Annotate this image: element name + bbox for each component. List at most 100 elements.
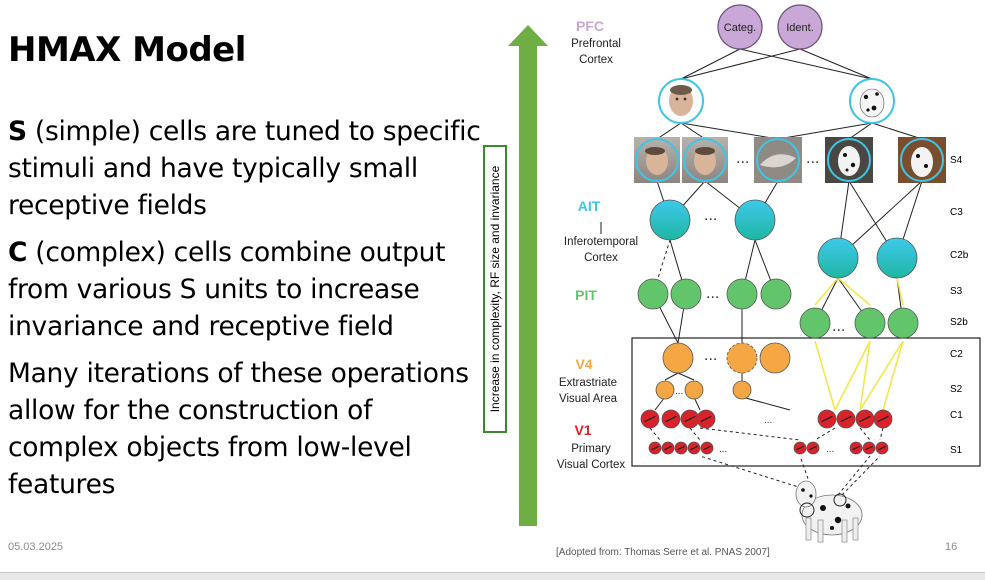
c2-ellipsis: ... xyxy=(704,347,717,364)
s1-unit-bar xyxy=(690,445,698,451)
row-label-s2b: S2b xyxy=(950,317,968,328)
s2b-unit xyxy=(854,307,886,339)
page-number: 16 xyxy=(945,541,958,553)
pfc-sub2: Cortex xyxy=(579,54,613,66)
s1-unit-bar xyxy=(796,445,804,451)
s1-unit-bar xyxy=(651,445,659,451)
row-label-s1: S1 xyxy=(950,445,963,456)
s2-unit xyxy=(655,380,675,400)
edge xyxy=(689,427,701,441)
s1-unit-bar xyxy=(878,445,886,451)
connection-lines xyxy=(649,48,923,496)
bullet-bold: C xyxy=(8,237,28,268)
c1-unit-bar xyxy=(665,415,677,423)
s3-unit xyxy=(726,278,758,310)
pfc-sub1: Prefrontal xyxy=(571,38,621,50)
dalmatian-unit-top xyxy=(849,78,895,124)
s2-unit xyxy=(684,380,704,400)
s1-unit-bar xyxy=(865,445,873,451)
s3-unit xyxy=(760,278,792,310)
c2-unit xyxy=(759,342,791,374)
s1-unit-bar xyxy=(664,445,672,451)
bullet-text: (complex) cells combine output from vari… xyxy=(8,237,446,342)
edge xyxy=(837,277,871,306)
s4-tile-face-2 xyxy=(682,137,728,183)
footer-date: 05.03.2025 xyxy=(8,541,64,553)
s1-unit-bar xyxy=(809,445,817,451)
ident-node-label: Ident. xyxy=(786,22,814,34)
arrow-label: Increase in complexity, RF size and inva… xyxy=(488,165,502,413)
s4-ellipsis-1: ... xyxy=(736,150,749,167)
v4-sub2: Visual Area xyxy=(559,393,618,405)
bullet-text: (simple) cells are tuned to specific sti… xyxy=(8,116,481,221)
s1-ellipsis: ... xyxy=(826,444,834,455)
c1-unit-bar xyxy=(684,415,696,423)
green-arrow xyxy=(508,25,548,526)
edge xyxy=(896,277,904,306)
slide-title: HMAX Model xyxy=(8,30,246,70)
c2-unit xyxy=(662,342,694,374)
bullet-bold: S xyxy=(8,116,27,147)
bullet-item: C (complex) cells combine output from va… xyxy=(8,234,486,345)
edge xyxy=(656,122,682,140)
row-label-c3: C3 xyxy=(950,207,963,218)
edge xyxy=(680,122,706,140)
row-label-c1: C1 xyxy=(950,410,963,421)
edge xyxy=(814,340,836,411)
s3-unit xyxy=(637,278,669,310)
bullet-item: S (simple) cells are tuned to specific s… xyxy=(8,113,486,224)
s2b-unit xyxy=(887,307,919,339)
row-label-s3: S3 xyxy=(950,286,963,297)
v1-label: V1 xyxy=(574,422,591,438)
bottom-bar xyxy=(0,572,985,580)
s2b-ellipsis: ... xyxy=(832,318,845,335)
edge xyxy=(879,427,884,441)
edge xyxy=(859,340,904,411)
c1-unit-bar xyxy=(840,415,852,423)
c1-unit-bar xyxy=(700,415,712,423)
row-label-c2: C2 xyxy=(950,349,963,360)
ait-sub2: Cortex xyxy=(584,252,618,264)
c3-unit xyxy=(649,199,691,241)
edge xyxy=(799,48,873,80)
edge xyxy=(699,455,809,491)
c1-unit-bar xyxy=(859,415,871,423)
edge xyxy=(814,427,836,441)
citation: [Adopted from: Thomas Serre et al. PNAS … xyxy=(556,547,770,558)
row-label-c2b: C2b xyxy=(950,250,969,261)
c1-ellipsis: ... xyxy=(764,415,772,426)
s4-tile-dalmatian-1 xyxy=(825,137,873,183)
edge xyxy=(680,122,779,140)
edge xyxy=(882,340,904,411)
categ-node-label: Categ. xyxy=(724,22,756,34)
dalmatian-input-image xyxy=(795,480,863,543)
s3-unit xyxy=(670,278,702,310)
s4-tile-object xyxy=(754,137,802,183)
edge xyxy=(859,427,871,441)
edge xyxy=(741,396,791,411)
ait-label: AIT xyxy=(578,198,601,214)
s4-tile-face-1 xyxy=(634,137,680,183)
pfc-label: PFC xyxy=(576,18,604,34)
v4-label: V4 xyxy=(575,356,592,372)
c2-unit xyxy=(726,342,758,374)
c3-unit xyxy=(734,199,776,241)
bullet-list: S (simple) cells are tuned to specific s… xyxy=(8,113,486,513)
edge xyxy=(848,122,873,140)
c1-unit-bar xyxy=(877,415,889,423)
edge xyxy=(834,340,871,411)
c3-ellipsis: ... xyxy=(704,207,717,224)
v1-sub2: Visual Cortex xyxy=(557,459,625,471)
edge xyxy=(841,455,881,496)
network-nodes: ............ xyxy=(637,199,919,455)
bullet-item: Many iterations of these operations allo… xyxy=(8,355,486,503)
row-label-s2: S2 xyxy=(950,384,963,395)
s4-tile-dalmatian-2 xyxy=(898,137,946,183)
s4-ellipsis-2: ... xyxy=(806,150,819,167)
ident-node: Ident. xyxy=(777,4,823,50)
s1-unit-bar xyxy=(852,445,860,451)
arrow-label-box: Increase in complexity, RF size and inva… xyxy=(483,145,507,433)
s1-ellipsis: ... xyxy=(719,444,727,455)
